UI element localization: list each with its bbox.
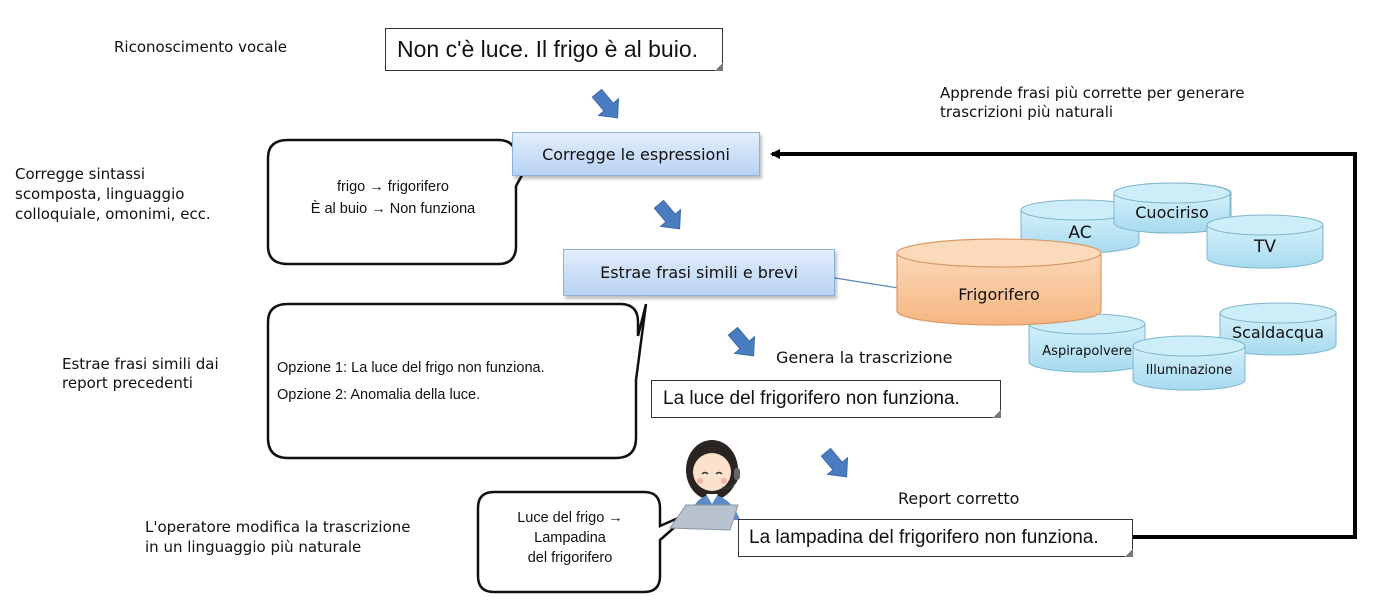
db-scaldacqua xyxy=(1219,302,1337,356)
label-corrected-report: Report corretto xyxy=(898,489,1020,508)
operator-edit-bubble-text: Luce del frigo → Lampadina del frigorife… xyxy=(517,510,623,566)
operator-avatar-icon xyxy=(669,440,740,531)
corrections-bubble-text: frigo → frigorifero È al buio → Non funz… xyxy=(310,179,476,217)
feedback-loop-line xyxy=(770,149,1357,539)
db-label-aspirapolvere: Aspirapolvere xyxy=(1042,344,1132,359)
process-extract-phrases: Estrae frasi simili e brevi xyxy=(563,249,835,296)
process-correct-expressions: Corregge le espressioni xyxy=(512,132,760,176)
label-learns: Apprende frasi più corrette per generare… xyxy=(940,84,1245,121)
db-illuminazione xyxy=(1132,335,1246,391)
options-bubble xyxy=(266,302,648,460)
corrected-report-note: La lampadina del frigorifero non funzion… xyxy=(738,519,1133,557)
operator-edit-bubble xyxy=(476,490,693,594)
label-operator-edits: L'operatore modifica la trascrizione in … xyxy=(145,518,411,556)
generated-transcription-note: La luce del frigorifero non funziona. xyxy=(651,380,1001,418)
db-cuociriso-front xyxy=(1113,182,1231,234)
flow-arrow-icon xyxy=(586,84,629,127)
flow-arrow-icon xyxy=(722,322,765,365)
flow-arrow-icon xyxy=(648,195,691,238)
label-generates-transcription: Genera la trascrizione xyxy=(776,348,953,367)
db-frigorifero xyxy=(896,238,1102,326)
db-label-cuociriso: Cuociriso xyxy=(1135,203,1209,222)
db-tv xyxy=(1206,214,1324,269)
options-bubble-text: Opzione 1: La luce del frigo non funzion… xyxy=(277,360,545,403)
flow-arrow-icon xyxy=(815,443,858,486)
db-label-scaldacqua: Scaldacqua xyxy=(1231,323,1325,342)
db-label-tv: TV xyxy=(1253,237,1276,257)
db-label-illuminazione: Illuminazione xyxy=(1145,363,1233,378)
recognized-text-note: Non c'è luce. Il frigo è al buio. xyxy=(385,28,723,71)
label-voice-recognition: Riconoscimento vocale xyxy=(114,38,287,56)
label-extracts-similar: Estrae frasi simili dai report precedent… xyxy=(62,355,219,392)
db-label-frigorifero: Frigorifero xyxy=(958,285,1040,304)
db-connector-line xyxy=(834,277,899,289)
db-label-ac: AC xyxy=(1068,223,1092,243)
label-corrects-syntax: Corregge sintassi scomposta, linguaggio … xyxy=(15,165,211,223)
